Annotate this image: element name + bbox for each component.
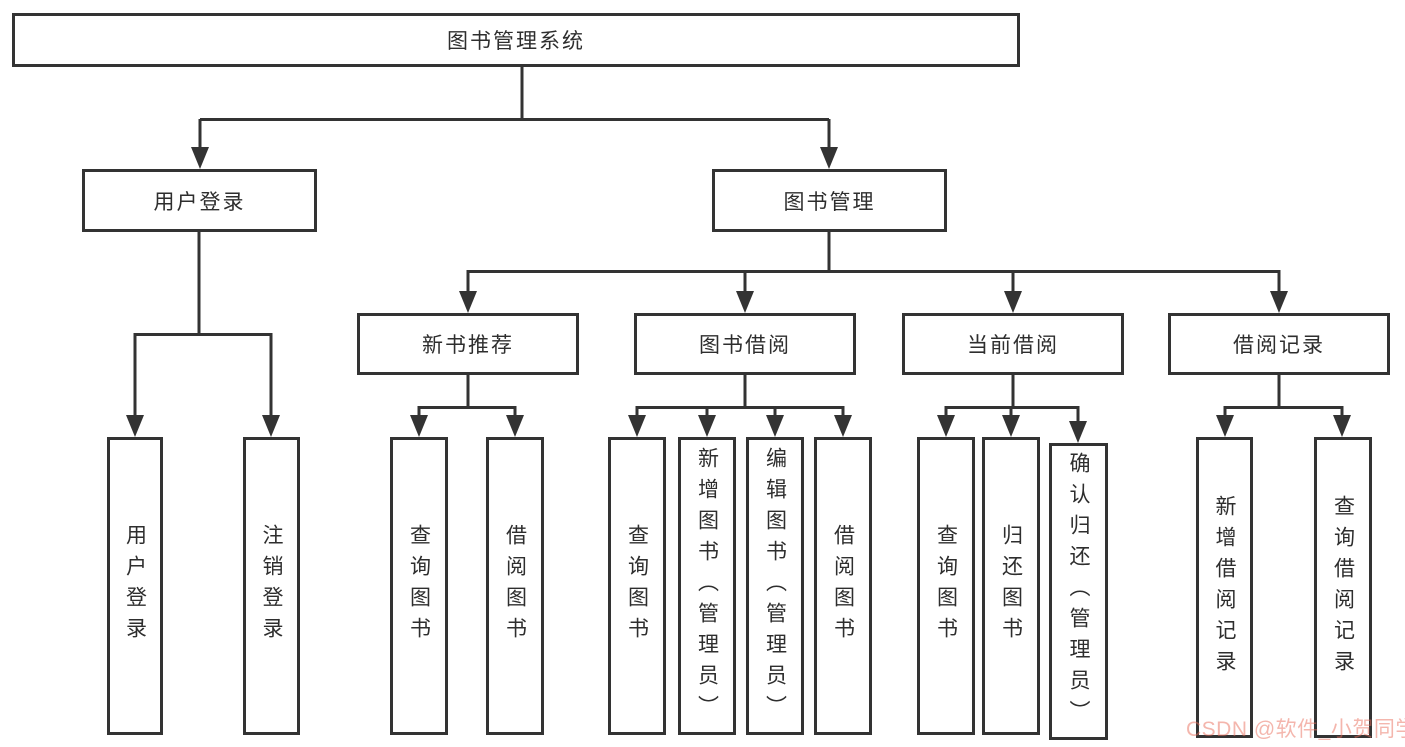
node-user-login-label: 用户登录 — [153, 190, 246, 214]
leaf-add-borrow-record-label: 新增借阅记录 — [1213, 494, 1236, 681]
leaf-return-books: 归还图书 — [982, 437, 1040, 735]
leaf-query-books-borrow: 查询图书 — [608, 437, 666, 735]
leaf-query-books-current: 查询图书 — [917, 437, 975, 735]
leaf-add-books-admin-label: 新增图书（管理员） — [695, 446, 719, 726]
node-user-login: 用户登录 — [82, 169, 317, 232]
node-new-book-recommend: 新书推荐 — [357, 313, 579, 375]
leaf-confirm-return-admin-label: 确认归还（管理员） — [1067, 452, 1090, 731]
node-borrowing-records-label: 借阅记录 — [1233, 334, 1325, 357]
node-borrowing-records: 借阅记录 — [1168, 313, 1390, 375]
node-book-management-label: 图书管理 — [783, 190, 876, 214]
leaf-borrow-books-borrow: 借阅图书 — [814, 437, 872, 735]
leaf-query-books-borrow-label: 查询图书 — [625, 524, 649, 648]
connector-book-borrowing-branch — [628, 375, 852, 437]
leaf-edit-books-admin: 编辑图书（管理员） — [746, 437, 804, 735]
connector-new-book-branch — [410, 375, 524, 437]
leaf-edit-books-admin-label: 编辑图书（管理员） — [763, 446, 787, 726]
leaf-add-borrow-record: 新增借阅记录 — [1196, 437, 1253, 738]
node-root-label: 图书管理系统 — [447, 30, 585, 53]
node-current-borrowing: 当前借阅 — [902, 313, 1124, 375]
leaf-logout-login-label: 注销登录 — [260, 524, 283, 648]
node-book-borrowing: 图书借阅 — [634, 313, 856, 375]
connector-borrowing-records-branch — [1216, 375, 1351, 437]
leaf-user-login: 用户登录 — [107, 437, 163, 735]
leaf-confirm-return-admin: 确认归还（管理员） — [1049, 443, 1108, 740]
connector-root-to-level1 — [191, 66, 838, 169]
leaf-return-books-label: 归还图书 — [999, 524, 1023, 648]
leaf-query-books-recommend-label: 查询图书 — [407, 524, 431, 648]
leaf-add-books-admin: 新增图书（管理员） — [678, 437, 736, 735]
node-new-book-recommend-label: 新书推荐 — [422, 334, 514, 357]
leaf-borrow-books-recommend-label: 借阅图书 — [503, 524, 527, 648]
csdn-watermark: CSDN @软件_小贺同学 — [1186, 718, 1405, 741]
leaf-query-borrow-record: 查询借阅记录 — [1314, 437, 1372, 738]
leaf-logout-login: 注销登录 — [243, 437, 300, 735]
node-root-system: 图书管理系统 — [12, 13, 1020, 67]
leaf-borrow-books-borrow-label: 借阅图书 — [831, 524, 855, 648]
node-book-borrowing-label: 图书借阅 — [699, 334, 791, 357]
leaf-borrow-books-recommend: 借阅图书 — [486, 437, 544, 735]
connector-current-borrowing-branch — [937, 375, 1087, 443]
node-book-management: 图书管理 — [712, 169, 947, 232]
connector-user-login-branch — [126, 232, 280, 437]
leaf-query-books-current-label: 查询图书 — [934, 524, 958, 648]
connector-book-management-branch — [459, 232, 1288, 313]
leaf-query-borrow-record-label: 查询借阅记录 — [1331, 494, 1355, 681]
leaf-user-login-label: 用户登录 — [123, 524, 147, 648]
leaf-query-books-recommend: 查询图书 — [390, 437, 448, 735]
node-current-borrowing-label: 当前借阅 — [967, 334, 1059, 357]
